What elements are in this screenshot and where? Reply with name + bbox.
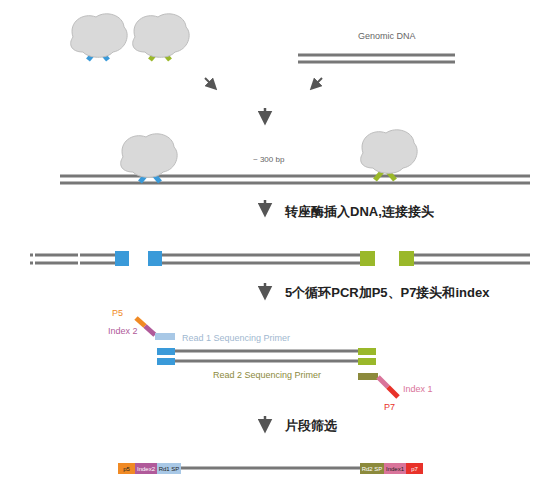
text-label: Index 1 (403, 384, 433, 394)
text-label: 片段筛选 (285, 419, 337, 434)
text-label: P7 (384, 402, 395, 412)
text-label: Read 1 Sequencing Primer (182, 333, 290, 343)
text-label: Genomic DNA (358, 31, 416, 41)
adapter-segment: Index2 (135, 463, 157, 474)
segment-label: p5 (123, 466, 130, 472)
segment-label: Index2 (137, 466, 155, 472)
segment-label: Rd1 SP (159, 466, 180, 472)
adapter-segment: p7 (406, 463, 423, 474)
adapter-segment: p5 (118, 463, 135, 474)
segment-label: p7 (411, 466, 418, 472)
adapter-segment: Rd2 SP (360, 463, 384, 474)
text-label: P5 (112, 308, 123, 318)
adapter-segment: Rd1 SP (157, 463, 181, 474)
text-label: 5个循环PCR加P5、P7接头和index (285, 286, 489, 301)
text-label: Index 2 (108, 326, 138, 336)
text-label: 转座酶插入DNA,连接接头 (285, 205, 434, 220)
segment-label: Rd2 SP (362, 466, 383, 472)
text-label: Read 2 Sequencing Primer (213, 370, 321, 380)
segment-label: Index1 (386, 466, 404, 472)
text-label: ~ 300 bp (253, 155, 284, 164)
adapter-segment: Index1 (384, 463, 406, 474)
